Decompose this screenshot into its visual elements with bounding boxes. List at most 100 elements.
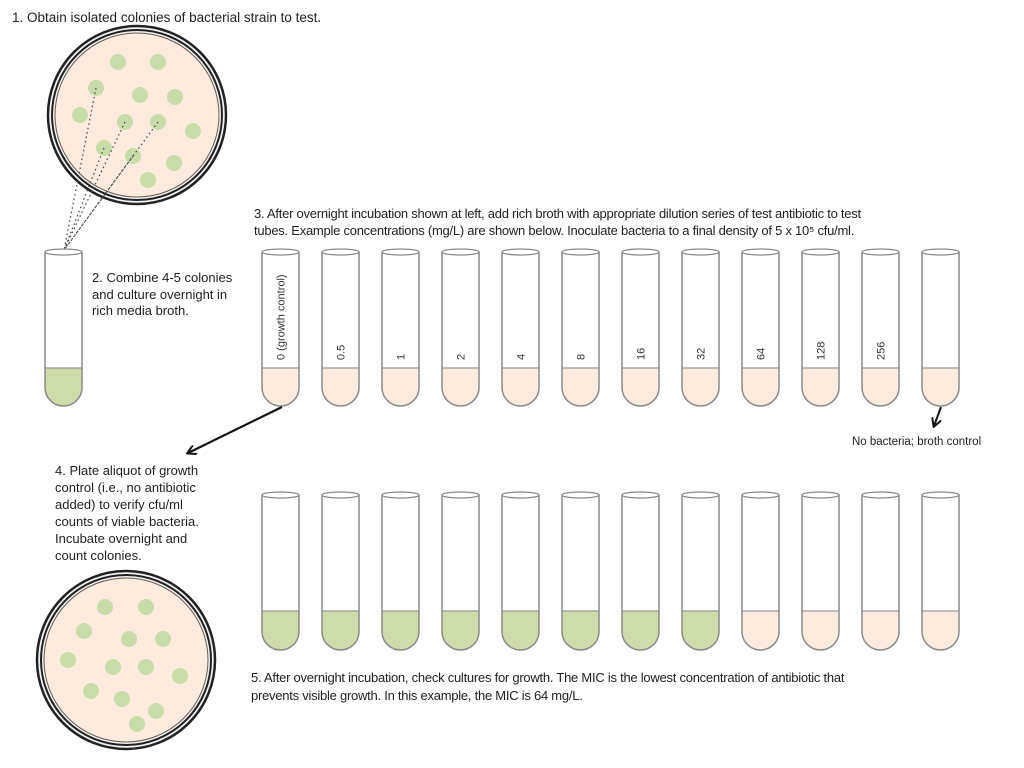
tube-concentration-label: 1 — [396, 354, 408, 360]
antibiotic-tube: 0.5 — [321, 248, 360, 407]
tube-rim — [681, 491, 720, 499]
tube-concentration-label: 16 — [636, 348, 648, 360]
step3-text: 3. After overnight incubation shown at l… — [254, 205, 861, 239]
tube-glass — [921, 252, 960, 407]
colony — [138, 659, 154, 675]
tube-glass — [561, 495, 600, 651]
tube-rim — [921, 248, 960, 256]
tube-liquid — [682, 611, 719, 650]
tube-no-growth — [861, 491, 900, 651]
tube-rim — [861, 248, 900, 256]
tube-rim — [681, 248, 720, 256]
pick-line — [63, 87, 97, 251]
tube-liquid — [262, 368, 299, 406]
tube-glass — [441, 495, 480, 651]
tube-liquid — [262, 611, 299, 650]
tube-glass — [501, 495, 540, 651]
colony — [148, 703, 164, 719]
tube-rim — [44, 248, 83, 256]
step1-text: 1. Obtain isolated colonies of bacterial… — [12, 10, 322, 25]
antibiotic-tube: 64 — [741, 248, 780, 407]
tube-liquid — [682, 368, 719, 406]
tube-glass — [801, 252, 840, 407]
antibiotic-tube: 8 — [561, 248, 600, 407]
step4-line: control (i.e., no antibiotic — [55, 480, 196, 495]
colony — [60, 652, 76, 668]
plate-aliquot-arrow — [188, 406, 283, 453]
tube-liquid — [802, 611, 839, 650]
tube-liquid — [45, 368, 82, 406]
antibiotic-tube: 2 — [441, 248, 480, 407]
step4-text: 4. Plate aliquot of growth control (i.e.… — [55, 462, 199, 564]
tube-rim — [921, 491, 960, 499]
tube-concentration-label: 64 — [756, 348, 768, 360]
step3-line: tubes. Example concentrations (mg/L) are… — [254, 223, 855, 238]
antibiotic-tube: 128 — [801, 248, 840, 407]
colony — [155, 631, 171, 647]
tube-glass — [381, 495, 420, 651]
step4-line: count colonies. — [55, 548, 142, 563]
tube-concentration-label: 8 — [576, 354, 588, 360]
tube-glass — [321, 252, 360, 407]
step4-line: added) to verify cfu/ml — [55, 497, 183, 512]
tube-rim — [561, 491, 600, 499]
tube-rim — [561, 248, 600, 256]
tube-liquid — [562, 368, 599, 406]
tube-rim — [741, 248, 780, 256]
tube-liquid — [922, 611, 959, 650]
tube-liquid — [562, 611, 599, 650]
tube-growth — [261, 491, 300, 651]
tube-glass — [801, 495, 840, 651]
tube-glass — [261, 495, 300, 651]
tube-growth — [681, 491, 720, 651]
tube-growth — [501, 491, 540, 651]
tube-no-growth — [741, 491, 780, 651]
colony — [167, 89, 183, 105]
tube-rim — [801, 248, 840, 256]
tube-glass — [501, 252, 540, 407]
tube-glass — [381, 252, 420, 407]
antibiotic-tube: 256 — [861, 248, 900, 407]
tube-liquid — [622, 611, 659, 650]
colony — [97, 599, 113, 615]
step4-line: Incubate overnight and — [55, 531, 188, 546]
colony — [172, 668, 188, 684]
tube-liquid — [862, 611, 899, 650]
pick-line — [63, 121, 126, 251]
tube-rim — [621, 248, 660, 256]
colony — [166, 155, 182, 171]
tube-concentration-label: 32 — [696, 348, 708, 360]
colony — [76, 623, 92, 639]
antibiotic-tube: 16 — [621, 248, 660, 407]
antibiotic-tube: 32 — [681, 248, 720, 407]
tube-liquid — [322, 368, 359, 406]
tube-liquid — [862, 368, 899, 406]
colony — [114, 691, 130, 707]
tube-liquid — [922, 368, 959, 406]
tube-glass — [861, 495, 900, 651]
tube-no-growth — [921, 491, 960, 651]
tube-growth — [441, 491, 480, 651]
step2-line: 2. Combine 4-5 colonies — [92, 270, 233, 285]
tube-rim — [741, 491, 780, 499]
tube-growth — [381, 491, 420, 651]
tube-rim — [801, 491, 840, 499]
step5-line: 5. After overnight incubation, check cul… — [251, 670, 845, 685]
step5-text: 5. After overnight incubation, check cul… — [251, 669, 844, 705]
antibiotic-tube — [921, 248, 960, 407]
tube-rim — [501, 248, 540, 256]
tube-rim — [321, 491, 360, 499]
tube-glass — [441, 252, 480, 407]
plate-rim-inner — [51, 29, 223, 201]
step5-line: prevents visible growth. In this example… — [251, 688, 583, 703]
tube-rim — [501, 491, 540, 499]
tube-glass — [741, 252, 780, 407]
step2-text: 2. Combine 4-5 colonies and culture over… — [92, 270, 232, 320]
tube-liquid — [322, 611, 359, 650]
tube-liquid — [622, 368, 659, 406]
colony — [140, 172, 156, 188]
step2-line: and culture overnight in — [92, 286, 228, 302]
tube-concentration-label: 2 — [456, 354, 468, 360]
pick-line — [63, 155, 134, 251]
